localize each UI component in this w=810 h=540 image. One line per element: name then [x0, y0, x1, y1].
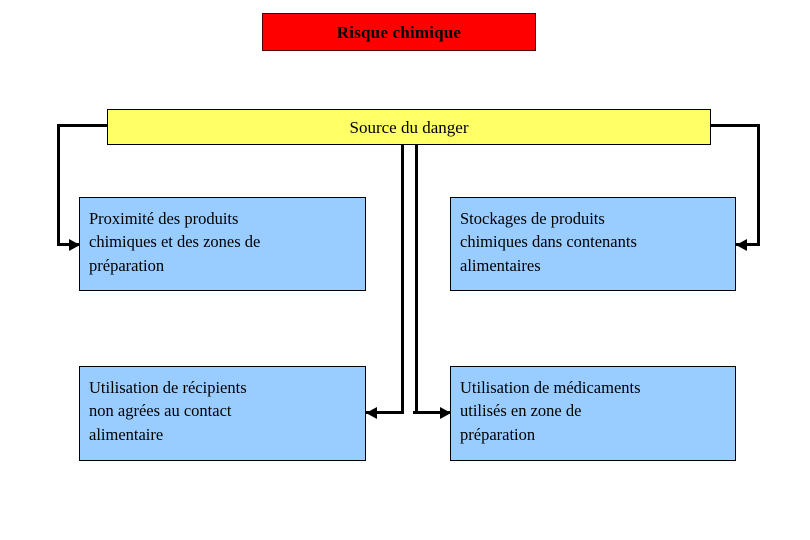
arrowhead-icon-cause-3 [440, 407, 451, 419]
connector-left-horizontal-bottom [57, 243, 79, 246]
cause-box-medicaments: Utilisation de médicaments utilisés en z… [450, 366, 736, 461]
source-of-danger-label: Source du danger [349, 117, 469, 137]
connector-center-vertical-left [401, 145, 404, 413]
connector-center-horizontal-right [413, 411, 451, 414]
cause-label-proximite: Proximité des produits chimiques et des … [89, 209, 261, 275]
cause-label-medicaments: Utilisation de médicaments utilisés en z… [460, 378, 641, 444]
connector-right-horizontal-top [710, 124, 760, 127]
connector-left-vertical [57, 124, 60, 246]
cause-box-recipients: Utilisation de récipients non agrées au … [79, 366, 366, 461]
connector-center-vertical-right [415, 145, 418, 413]
arrowhead-icon-cause-0 [69, 239, 80, 251]
connector-right-vertical [757, 124, 760, 246]
connector-right-horizontal-bottom [736, 243, 760, 246]
cause-label-stockages: Stockages de produits chimiques dans con… [460, 209, 637, 275]
connector-left-horizontal-top [57, 124, 108, 127]
arrowhead-icon-cause-2 [366, 407, 377, 419]
cause-label-recipients: Utilisation de récipients non agrées au … [89, 378, 247, 444]
arrowhead-icon-cause-1 [736, 239, 747, 251]
connector-center-horizontal-left [366, 411, 404, 414]
risk-title-label: Risque chimique [336, 22, 462, 42]
risk-title-box: Risque chimique [262, 13, 536, 51]
source-of-danger-box: Source du danger [107, 109, 711, 145]
cause-box-proximite: Proximité des produits chimiques et des … [79, 197, 366, 291]
cause-box-stockages: Stockages de produits chimiques dans con… [450, 197, 736, 291]
